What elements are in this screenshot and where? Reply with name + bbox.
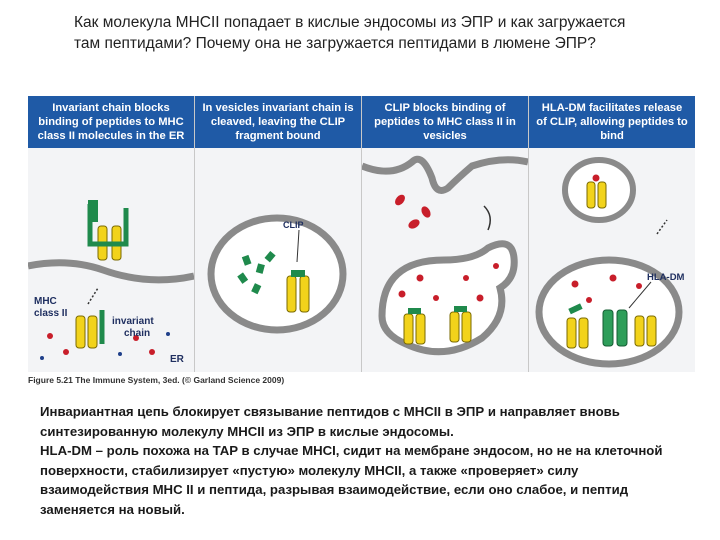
label-chain: chain: [124, 328, 150, 339]
clip-fragment: [291, 270, 305, 277]
panel-1-illustration: MHC class II invariant chain ER: [28, 200, 194, 365]
er-dots: [40, 332, 170, 360]
explanation-line-1: Инвариантная цепь блокирует связывание п…: [40, 404, 620, 439]
panel-er: Invariant chain blocks binding of peptid…: [28, 96, 195, 372]
hla-dm-molecule: [602, 309, 628, 347]
endosome-membrane: [378, 240, 518, 356]
mhc-ii-clip: [286, 270, 310, 313]
fusion-arrow: [483, 205, 491, 231]
panel-vesicle-cleavage: In vesicles invariant chain is cleaved, …: [195, 96, 362, 372]
mhc-ii-molecule-top: [87, 200, 129, 261]
peptides-er: [47, 333, 155, 355]
clip-pointer: [296, 229, 300, 263]
panel-2-illustration: CLIP: [207, 214, 347, 334]
mhc-ii-releasing-clip: [566, 303, 589, 349]
er-membrane: [28, 259, 194, 284]
panel-3-title: CLIP blocks binding of peptides to MHC c…: [362, 96, 528, 148]
question-text: Как молекула MHCII попадает в кислые энд…: [74, 14, 626, 52]
explanation-text: Инвариантная цепь блокирует связывание п…: [40, 402, 690, 520]
mhc-ii-peptide-loaded: [586, 174, 607, 209]
label-hla-dm: HLA-DM: [647, 272, 685, 283]
panel-3-illustration: [362, 155, 528, 356]
transport-arrow: [87, 287, 99, 305]
vesicle-membrane: [207, 214, 347, 334]
figure-caption: Figure 5.21 The Immune System, 3ed. (© G…: [28, 375, 285, 385]
label-er: ER: [170, 354, 185, 365]
panel-2-title: In vesicles invariant chain is cleaved, …: [195, 96, 361, 148]
mhc-ii-clip-endosome-1: [403, 308, 426, 345]
mhc-ii-clip-endosome-2: [449, 306, 472, 343]
extracellular-peptides: [395, 194, 431, 229]
label-clip: CLIP: [283, 220, 304, 230]
panel-4-illustration: HLA-DM: [535, 157, 685, 368]
mhc-ii-empty: [634, 315, 657, 347]
panel-hla-dm: HLA-DM facilitates release of CLIP, allo…: [529, 96, 695, 372]
label-class-ii: class II: [34, 308, 68, 319]
endosome-peptides: [398, 263, 499, 302]
exit-arrow: [656, 219, 668, 235]
mhc-ii-figure: Invariant chain blocks binding of peptid…: [28, 96, 696, 386]
hla-dm-pointer: [628, 281, 652, 309]
plasma-membrane: [362, 155, 528, 194]
mhc-ii-molecule-er: [75, 310, 105, 349]
panel-clip-blocks: CLIP blocks binding of peptides to MHC c…: [362, 96, 529, 372]
label-mhc: MHC: [34, 296, 57, 307]
endosome-peptides-4: [571, 274, 642, 303]
panel-1-title: Invariant chain blocks binding of peptid…: [28, 96, 194, 148]
cleaved-invariant-fragments: [237, 251, 276, 295]
invariant-chain-top: [87, 204, 129, 247]
released-clip: [568, 303, 583, 315]
explanation-line-2: HLA-DM – роль похожа на TAP в случае MHC…: [40, 443, 663, 517]
label-invariant: invariant: [112, 316, 154, 327]
panel-4-title: HLA-DM facilitates release of CLIP, allo…: [529, 96, 695, 148]
